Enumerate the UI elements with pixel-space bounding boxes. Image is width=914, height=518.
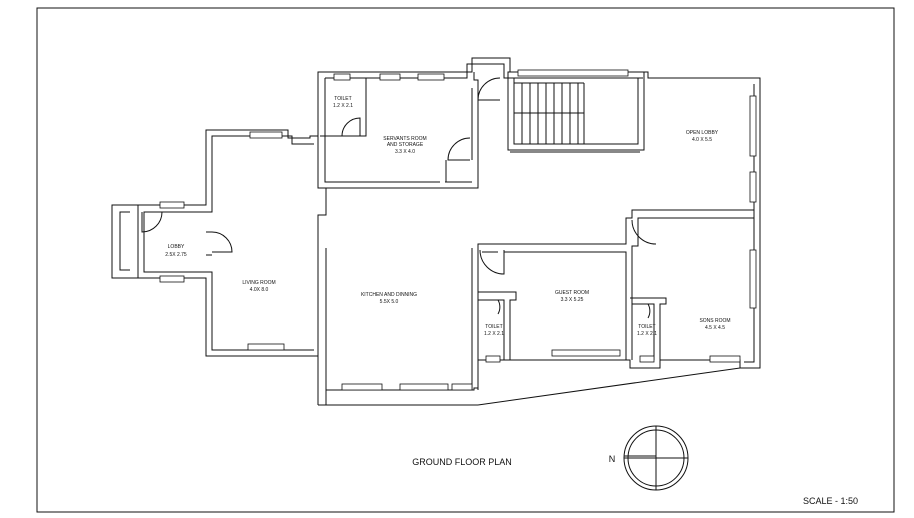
room-size-sons: 4.5 X 4.5: [705, 325, 725, 331]
room-size-guest: 3.3 X 5.25: [561, 297, 584, 303]
walls: [111, 57, 761, 406]
room-name2-servants: AND STORAGE: [387, 142, 424, 148]
room-size-kitchen: 5.5X 5.0: [380, 299, 399, 305]
room-size-lobby: 2.5X 2.75: [165, 252, 187, 258]
room-name-toilet-sons: TOILET: [638, 324, 655, 330]
plan-title: GROUND FLOOR PLAN: [412, 457, 512, 467]
room-name-kitchen: KITCHEN AND DINNING: [361, 292, 417, 298]
drawing-border: [36, 7, 895, 513]
room-name-guest: GUEST ROOM: [555, 290, 589, 296]
windows: [159, 69, 757, 391]
scale-label: SCALE - 1:50: [803, 496, 858, 506]
room-name-toilet-guest: TOILET: [485, 324, 502, 330]
room-name-lobby: LOBBY: [168, 244, 185, 250]
room-size-servants: 3.3 X 4.0: [395, 149, 415, 155]
room-size-living: 4.0X 8.0: [250, 287, 269, 293]
room-name-sons: SONS ROOM: [699, 318, 730, 324]
compass-north-label: N: [609, 454, 616, 464]
stair-treads: [514, 82, 585, 144]
room-size-open-lobby: 4.0 X 5.5: [692, 137, 712, 143]
room-size-toilet-guest: 1.2 X 2.1: [484, 331, 504, 337]
room-name-servants: SERVANTS ROOM: [383, 136, 426, 142]
room-labels: TOILET 1.2 X 2.1 SERVANTS ROOM AND STORA…: [165, 96, 730, 337]
room-size-toilet-servant: 1.2 X 2.1: [333, 103, 353, 109]
room-name-open-lobby: OPEN LOBBY: [686, 130, 719, 136]
room-name-living: LIVING ROOM: [242, 280, 275, 286]
room-size-toilet-sons: 1.2 X 2.1: [637, 331, 657, 337]
room-name-toilet-servant: TOILET: [334, 96, 351, 102]
north-compass: N: [609, 425, 689, 491]
